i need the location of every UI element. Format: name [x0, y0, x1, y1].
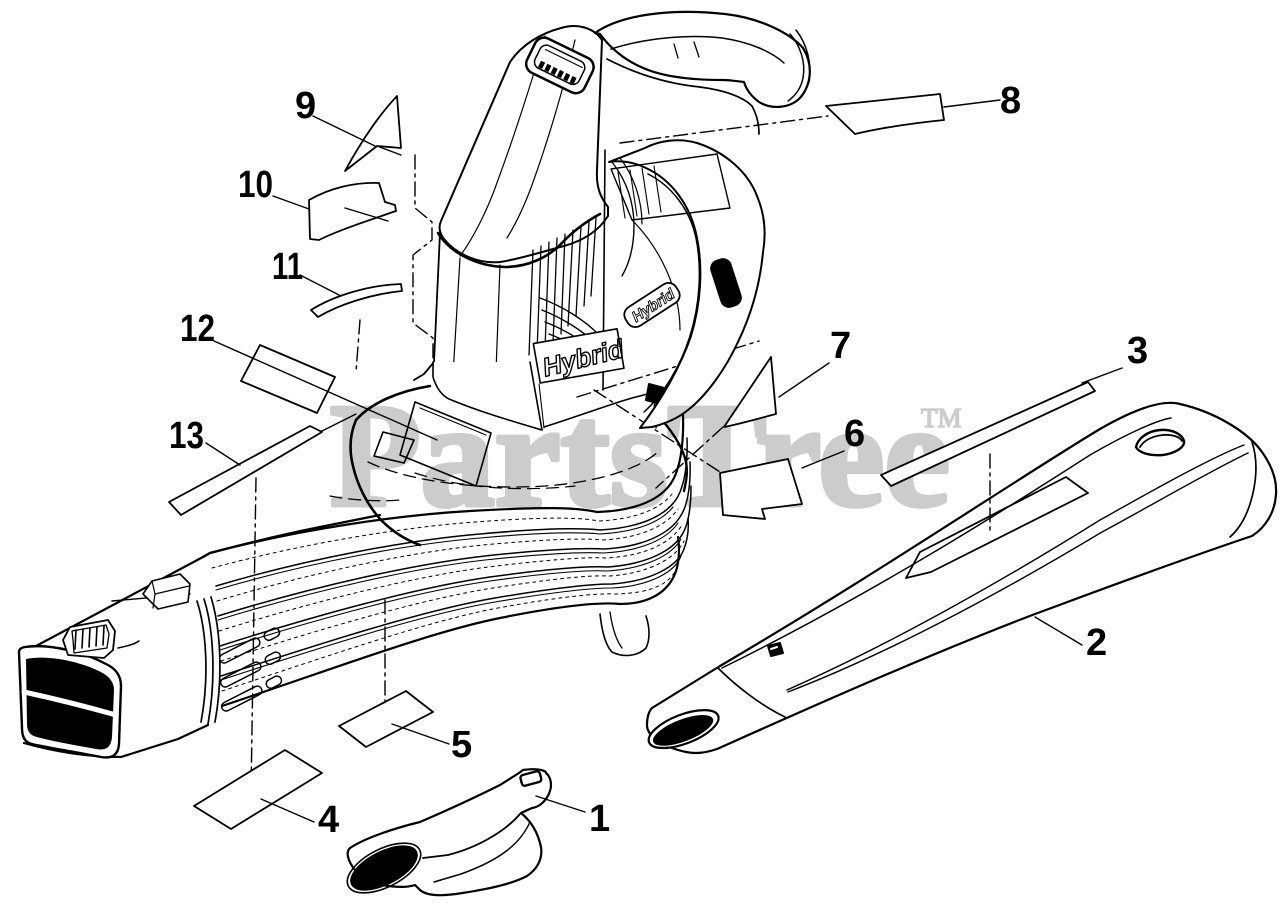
svg-text:10: 10	[238, 164, 273, 206]
svg-text:11: 11	[272, 246, 303, 288]
svg-text:13: 13	[169, 415, 204, 457]
svg-text:5: 5	[451, 724, 472, 766]
svg-text:TM: TM	[921, 403, 962, 433]
svg-text:3: 3	[1127, 330, 1148, 372]
svg-text:9: 9	[295, 85, 316, 127]
svg-text:4: 4	[318, 799, 339, 841]
svg-text:8: 8	[1000, 80, 1021, 122]
svg-text:1: 1	[589, 798, 610, 840]
svg-text:2: 2	[1086, 622, 1107, 664]
svg-text:6: 6	[844, 413, 865, 455]
svg-text:7: 7	[830, 325, 851, 367]
svg-text:12: 12	[180, 308, 215, 350]
svg-text:PartsTree: PartsTree	[330, 374, 950, 538]
